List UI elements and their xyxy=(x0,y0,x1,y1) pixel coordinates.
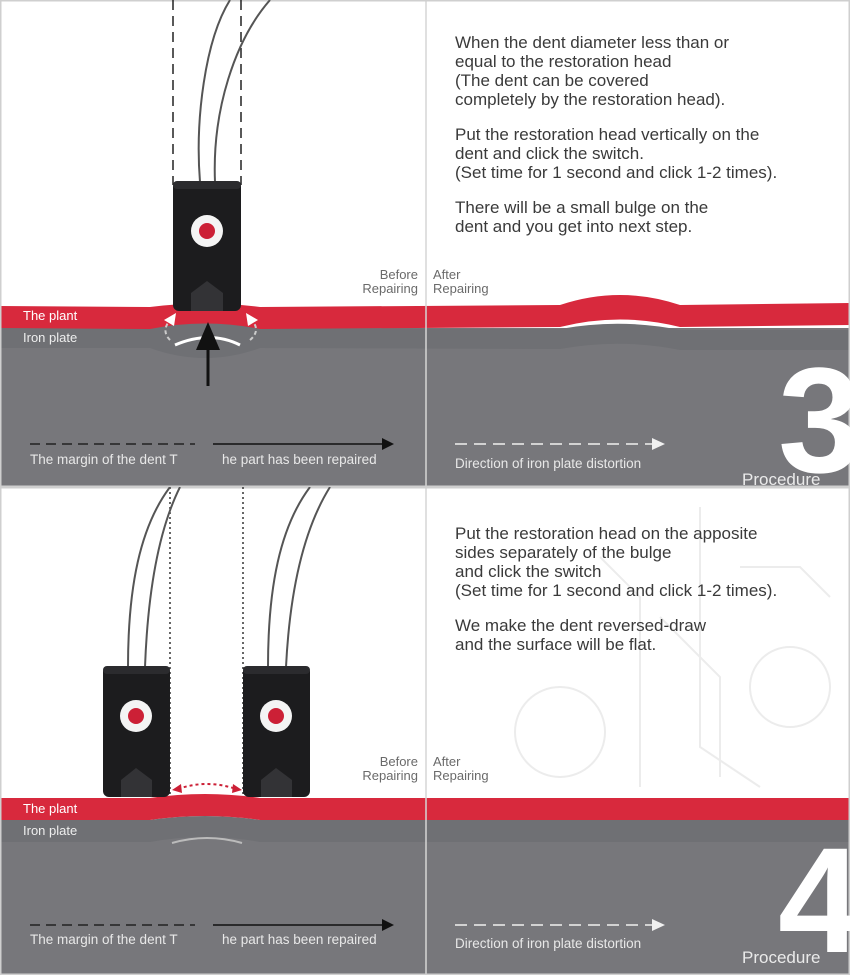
restoration-head-device xyxy=(173,181,241,311)
legend-direction-text: Direction of iron plate distortion xyxy=(455,456,642,471)
description-paragraph: Put the restoration head vertically on t… xyxy=(455,125,778,182)
description-paragraph: Put the restoration head on the apposite… xyxy=(455,524,778,600)
plant-layer-label: The plant xyxy=(23,801,78,816)
reverse-draw-arrow xyxy=(177,783,237,790)
description-paragraph: There will be a small bulge on the dent … xyxy=(455,198,709,236)
iron-curve xyxy=(171,837,243,844)
plant-layer xyxy=(0,295,850,329)
cable-line xyxy=(285,487,331,668)
restoration-head-device xyxy=(103,666,170,797)
power-icon xyxy=(268,708,284,724)
iron-plate-label: Iron plate xyxy=(23,330,78,345)
restoration-head-device xyxy=(243,666,310,797)
cable-line xyxy=(197,0,231,183)
power-icon xyxy=(128,708,144,724)
iron-plate-layer xyxy=(0,816,850,842)
cable-line xyxy=(144,487,181,668)
cable-line xyxy=(267,487,311,668)
circuit-decoration xyxy=(514,507,831,788)
cable-line xyxy=(127,487,171,668)
legend-arrowhead xyxy=(382,438,394,450)
legend-arrowhead xyxy=(652,919,665,931)
plant-layer-label: The plant xyxy=(23,308,78,323)
arrowhead xyxy=(246,313,258,326)
procedure-3-illustration xyxy=(0,0,850,487)
procedure-label: Procedure xyxy=(742,948,821,967)
legend-arrowhead xyxy=(652,438,665,450)
procedure-4-panel: Put the restoration head on the apposite… xyxy=(0,487,850,975)
procedure-4-description: Put the restoration head on the apposite… xyxy=(455,524,777,670)
procedure-3-panel: When the dent diameter less than or equa… xyxy=(0,0,850,487)
legend-arrowhead xyxy=(382,919,394,931)
plant-layer xyxy=(0,794,850,820)
procedure-label: Procedure xyxy=(742,470,821,487)
panel-frame xyxy=(0,487,850,975)
before-repairing-label: Before Repairing xyxy=(362,267,418,296)
before-repairing-label: Before Repairing xyxy=(362,754,418,783)
arrowhead xyxy=(164,313,176,326)
power-icon xyxy=(199,223,215,239)
legend-margin-text: The margin of the dent T xyxy=(30,452,178,467)
ground-area xyxy=(0,328,850,487)
legend-repaired-text: he part has been repaired xyxy=(222,932,377,947)
procedure-number: 4 xyxy=(778,816,850,975)
after-repairing-label: After Repairing xyxy=(433,267,489,296)
description-paragraph: We make the dent reversed-draw and the s… xyxy=(455,616,707,654)
arrowhead xyxy=(232,784,242,793)
ground-area xyxy=(0,820,850,975)
legend-direction-text: Direction of iron plate distortion xyxy=(455,936,642,951)
panel-frame xyxy=(0,0,850,487)
description-paragraph: When the dent diameter less than or equa… xyxy=(455,33,730,109)
after-repairing-label: After Repairing xyxy=(433,754,489,783)
iron-plate-label: Iron plate xyxy=(23,823,78,838)
procedure-3-description: When the dent diameter less than or equa… xyxy=(455,33,777,252)
legend-margin-text: The margin of the dent T xyxy=(30,932,178,947)
pull-arrow-head xyxy=(196,322,220,350)
procedure-number: 3 xyxy=(778,336,850,487)
legend-repaired-text: he part has been repaired xyxy=(222,452,377,467)
procedure-4-illustration xyxy=(0,487,850,975)
cable-line xyxy=(213,0,271,183)
arrowhead xyxy=(172,784,182,793)
